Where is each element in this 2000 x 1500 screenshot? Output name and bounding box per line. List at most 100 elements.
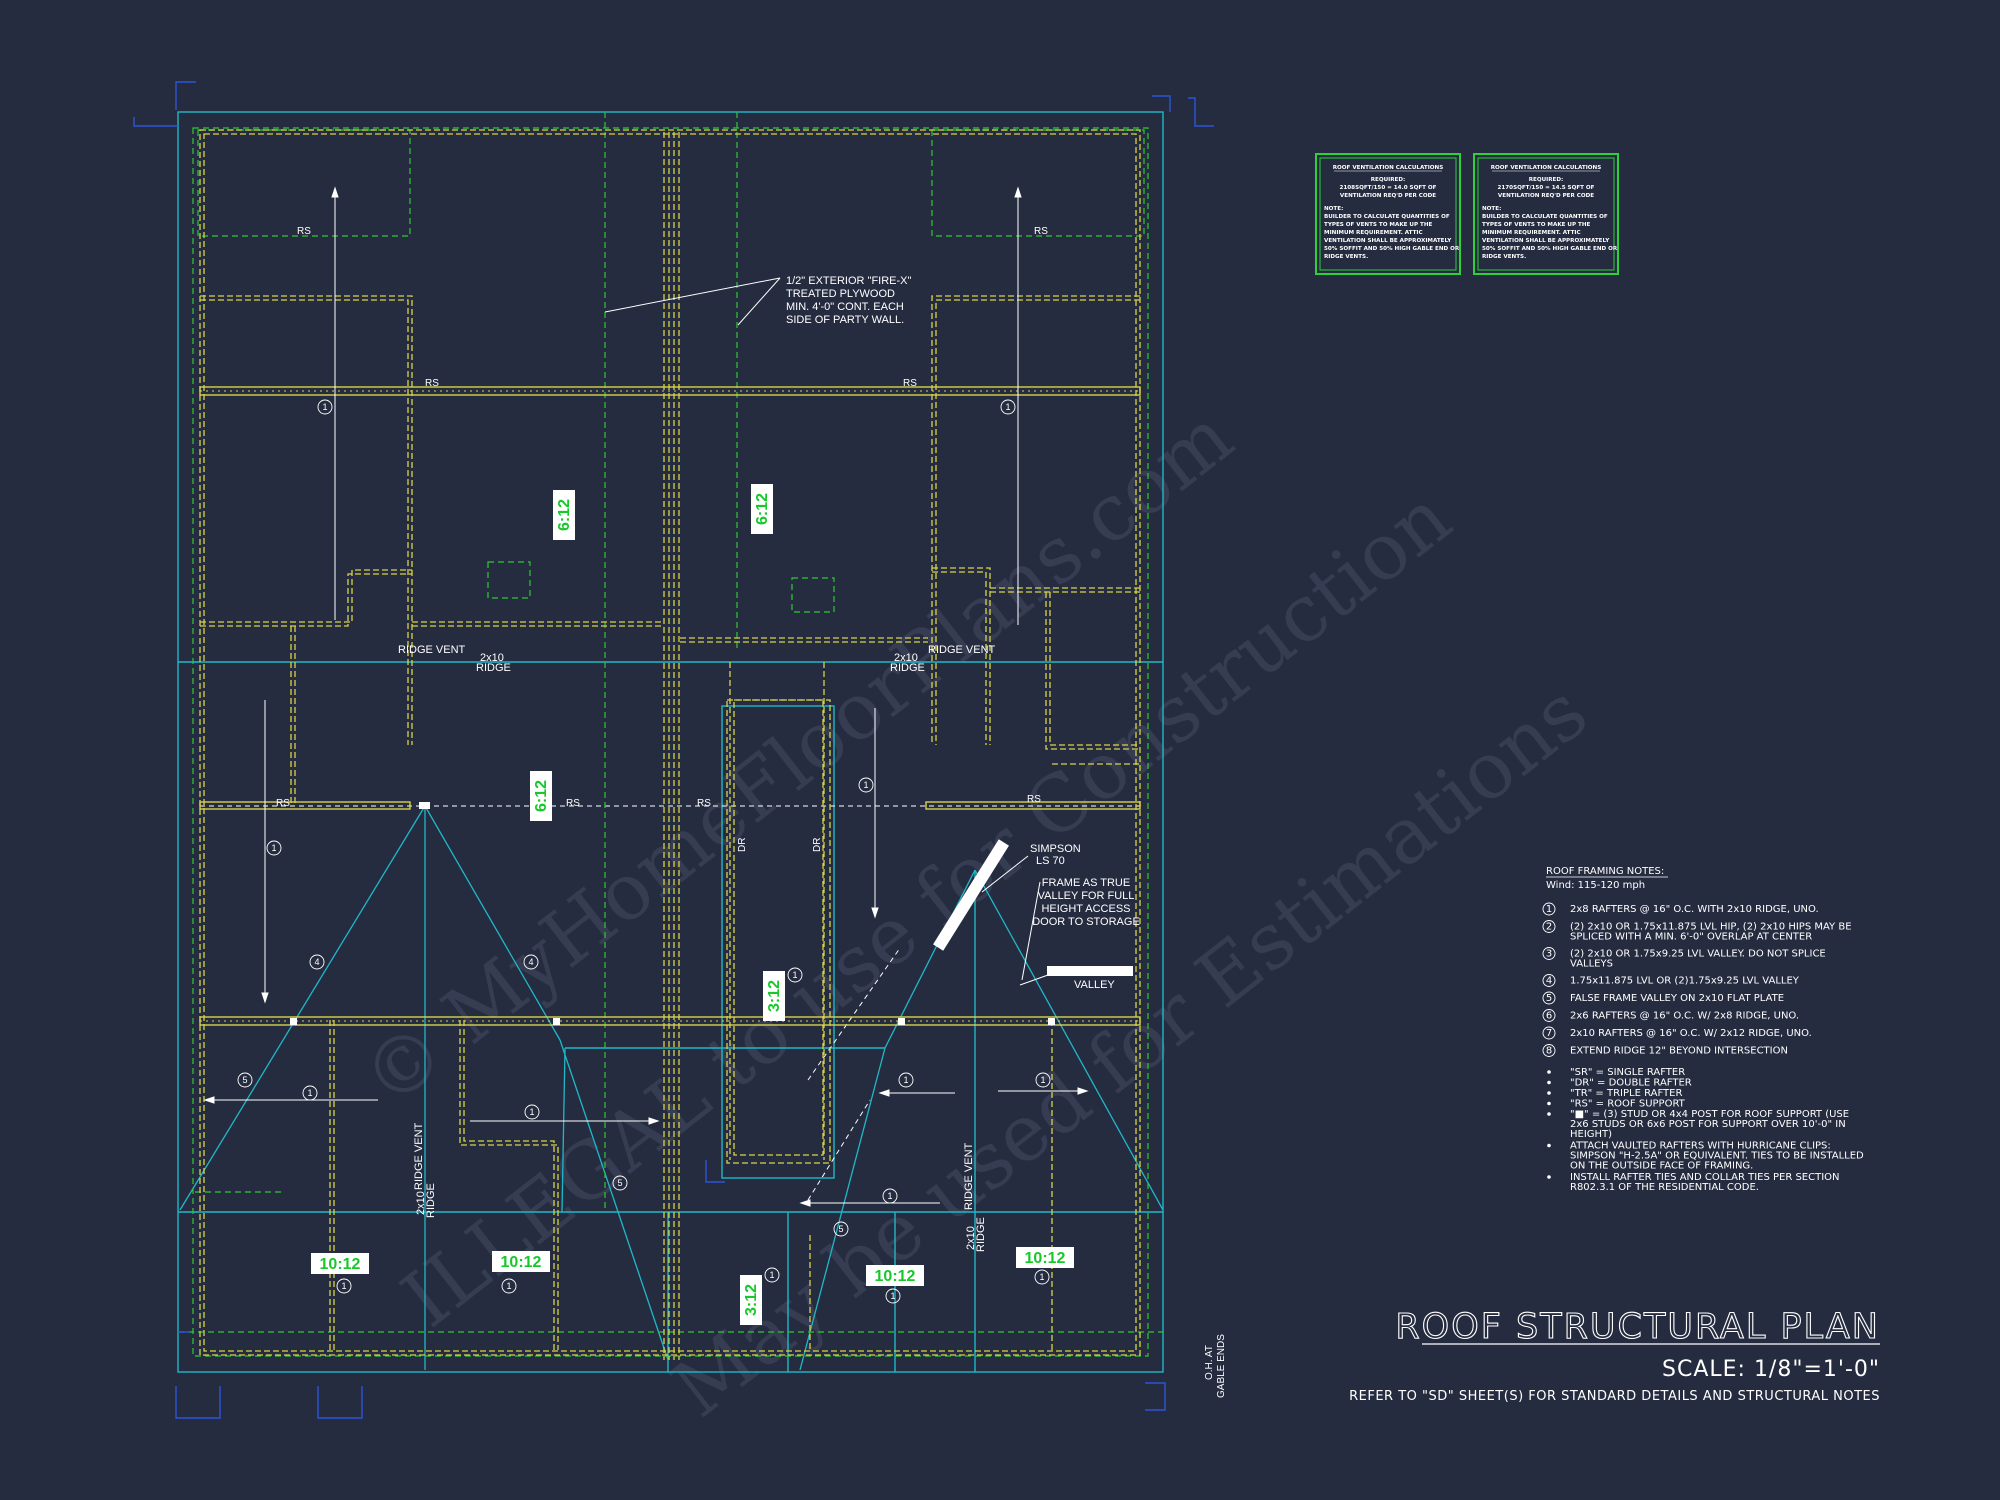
- note-number-circle: [1542, 991, 1556, 1005]
- valley-label: VALLEY: [1074, 979, 1115, 991]
- note-bullet: [1547, 1112, 1551, 1116]
- frame-valley-line: HEIGHT ACCESS: [1041, 903, 1130, 915]
- svg-text:1: 1: [1040, 1075, 1045, 1085]
- frame-valley-line: VALLEY FOR FULL: [1038, 890, 1135, 902]
- svg-text:1: 1: [890, 1291, 895, 1301]
- vent-box-line: BUILDER TO CALCULATE QUANTITIES OF: [1324, 214, 1450, 220]
- framing-note-line: 1.75x11.875 LVL OR (2)1.75x9.25 LVL VALL…: [1570, 976, 1800, 987]
- vent-box-line: VENTILATION SHALL BE APPROXIMATELY: [1482, 238, 1610, 244]
- ridge-vent-label: RIDGE VENT: [963, 1142, 975, 1210]
- pitch-label-10-12: 10:12: [501, 1254, 542, 1271]
- support-posts: [290, 802, 1055, 1025]
- note-number-circle: [1542, 902, 1556, 916]
- framing-note-line: ATTACH VAULTED RAFTERS WITH HURRICANE CL…: [1570, 1141, 1831, 1152]
- note-bullet: [1547, 1143, 1551, 1148]
- plywood-callout-line: SIDE OF PARTY WALL.: [786, 314, 904, 326]
- framing-note-line: (2) 2x10 OR 1.75x11.875 LVL HIP, (2) 2x1…: [1570, 922, 1852, 933]
- rs-label: RS: [1027, 794, 1041, 805]
- note-number: 7: [1546, 1028, 1552, 1039]
- rs-label: RS: [903, 378, 917, 389]
- plywood-callout: 1/2" EXTERIOR "FIRE-X" TREATED PLYWOOD M…: [786, 275, 911, 326]
- ridge-label: RIDGE: [890, 662, 925, 674]
- dr-label: DR: [737, 838, 748, 852]
- beams: [199, 386, 1141, 1026]
- vent-box-line: BUILDER TO CALCULATE QUANTITIES OF: [1482, 214, 1608, 220]
- framing-note-line: "SR" = SINGLE RAFTER: [1570, 1067, 1685, 1078]
- beam-hatch: [200, 390, 1140, 1022]
- vent-box-line: NOTE:: [1482, 206, 1501, 212]
- svg-text:1: 1: [863, 780, 868, 790]
- note-bullet: [1547, 1101, 1551, 1106]
- vent-box-line: 50% SOFFIT AND 50% HIGH GABLE END OR: [1482, 246, 1618, 252]
- vent-box-line: 2108SQFT/150 = 14.0 SQFT OF: [1340, 185, 1437, 191]
- framing-note-line: HEIGHT): [1570, 1129, 1612, 1140]
- ridge-label: RIDGE: [425, 1183, 437, 1218]
- ridge-vent-label: RIDGE VENT: [413, 1122, 425, 1190]
- plywood-callout-line: 1/2" EXTERIOR "FIRE-X": [786, 275, 911, 287]
- vent-box-line: VENTILATION SHALL BE APPROXIMATELY: [1324, 238, 1452, 244]
- oh-gable-line: O.H. AT: [1204, 1345, 1215, 1380]
- vent-box-line: MINIMUM REQUIREMENT. ATTIC: [1482, 230, 1581, 236]
- vent-box-line: NOTE:: [1324, 206, 1343, 212]
- svg-text:1: 1: [307, 1088, 312, 1098]
- rs-label: RS: [566, 798, 580, 809]
- framing-note-line: "■" = (3) STUD OR 4x4 POST FOR ROOF SUPP…: [1570, 1109, 1849, 1120]
- framing-note-line: R802.3.1 OF THE RESIDENTIAL CODE.: [1570, 1182, 1759, 1193]
- frame-valley-line: FRAME AS TRUE: [1042, 877, 1130, 889]
- simpson-callout-line: LS 70: [1036, 855, 1065, 867]
- oh-gable-line: GABLE ENDS: [1216, 1334, 1227, 1398]
- pitch-label-10-12: 10:12: [320, 1256, 361, 1273]
- framing-note-line: FALSE FRAME VALLEY ON 2x10 FLAT PLATE: [1570, 993, 1784, 1004]
- framing-note-line: SIMPSON "H-2.5A" OR EQUIVALENT. TIES TO …: [1570, 1151, 1864, 1162]
- vent-box-line: VENTILATION REQ'D PER CODE: [1340, 193, 1436, 199]
- note-bullet: [1547, 1080, 1551, 1085]
- note-number: 1: [1546, 904, 1552, 915]
- note-number-circle: [1542, 947, 1556, 960]
- svg-text:4: 4: [528, 957, 533, 967]
- vent-box-line: MINIMUM REQUIREMENT. ATTIC: [1324, 230, 1423, 236]
- vent-calc-box-2: ROOF VENTILATION CALCULATIONS REQUIRED: …: [1473, 153, 1619, 275]
- dimension-marks: [133, 81, 1214, 1419]
- svg-text:1: 1: [506, 1281, 511, 1291]
- wall-framing: [199, 129, 1141, 1360]
- note-number-circle: [1542, 1044, 1556, 1057]
- rafter-arrows: [203, 186, 1089, 1207]
- leader-lines: [604, 277, 1049, 986]
- framing-note-line: "DR" = DOUBLE RAFTER: [1570, 1078, 1692, 1089]
- ridge-size-label: 2x10: [965, 1226, 977, 1250]
- pitch-label-6-12: 6:12: [556, 499, 573, 531]
- svg-text:1: 1: [341, 1281, 346, 1291]
- rs-label: RS: [697, 798, 711, 809]
- note-bullet: [1547, 1070, 1551, 1074]
- svg-text:1: 1: [903, 1075, 908, 1085]
- frame-valley-line: DOOR TO STORAGE: [1032, 916, 1140, 928]
- simpson-callout: SIMPSON LS 70: [1030, 843, 1081, 867]
- title-block: ROOF STRUCTURAL PLAN SCALE: 1/8"=1'-0" R…: [1349, 1306, 1880, 1404]
- framing-note-line: SPLICED WITH A MIN. 6'-0" OVERLAP AT CEN…: [1570, 932, 1812, 943]
- svg-text:5: 5: [838, 1224, 843, 1234]
- pitch-label-3-12: 3:12: [743, 1284, 760, 1316]
- note-number: 4: [1546, 976, 1552, 987]
- note-number-circle: [1542, 920, 1556, 933]
- simpson-callout-line: SIMPSON: [1030, 843, 1081, 855]
- svg-text:4: 4: [314, 957, 319, 967]
- ceiling-outline: [178, 112, 1163, 1357]
- frame-valley-callout: FRAME AS TRUE VALLEY FOR FULL HEIGHT ACC…: [1032, 877, 1140, 928]
- simpson-strap: [933, 839, 1133, 976]
- plywood-callout-line: MIN. 4'-0" CONT. EACH: [786, 301, 904, 313]
- framing-note-line: ON THE OUTSIDE FACE OF FRAMING.: [1570, 1161, 1753, 1172]
- note-number: 2: [1546, 922, 1552, 933]
- svg-text:1: 1: [1005, 402, 1010, 412]
- pitch-label-6-12: 6:12: [533, 780, 550, 812]
- framing-note-line: VALLEYS: [1570, 959, 1613, 970]
- ridge-size-label: 2x10: [894, 652, 918, 664]
- framing-note-line: (2) 2x10 OR 1.75x9.25 LVL VALLEY. DO NOT…: [1570, 949, 1826, 960]
- pitch-label-10-12: 10:12: [875, 1268, 916, 1285]
- framing-note-line: 2x10 RAFTERS @ 16" O.C. W/ 2x12 RIDGE, U…: [1570, 1028, 1812, 1039]
- note-bullet: [1547, 1091, 1551, 1095]
- framing-notes-title: ROOF FRAMING NOTES:: [1546, 866, 1664, 877]
- pitch-labels: 6:12 6:12 6:12 3:12 3:12 10:12 10:12 10: [311, 484, 1074, 1325]
- framing-note-line: EXTEND RIDGE 12" BEYOND INTERSECTION: [1570, 1046, 1788, 1057]
